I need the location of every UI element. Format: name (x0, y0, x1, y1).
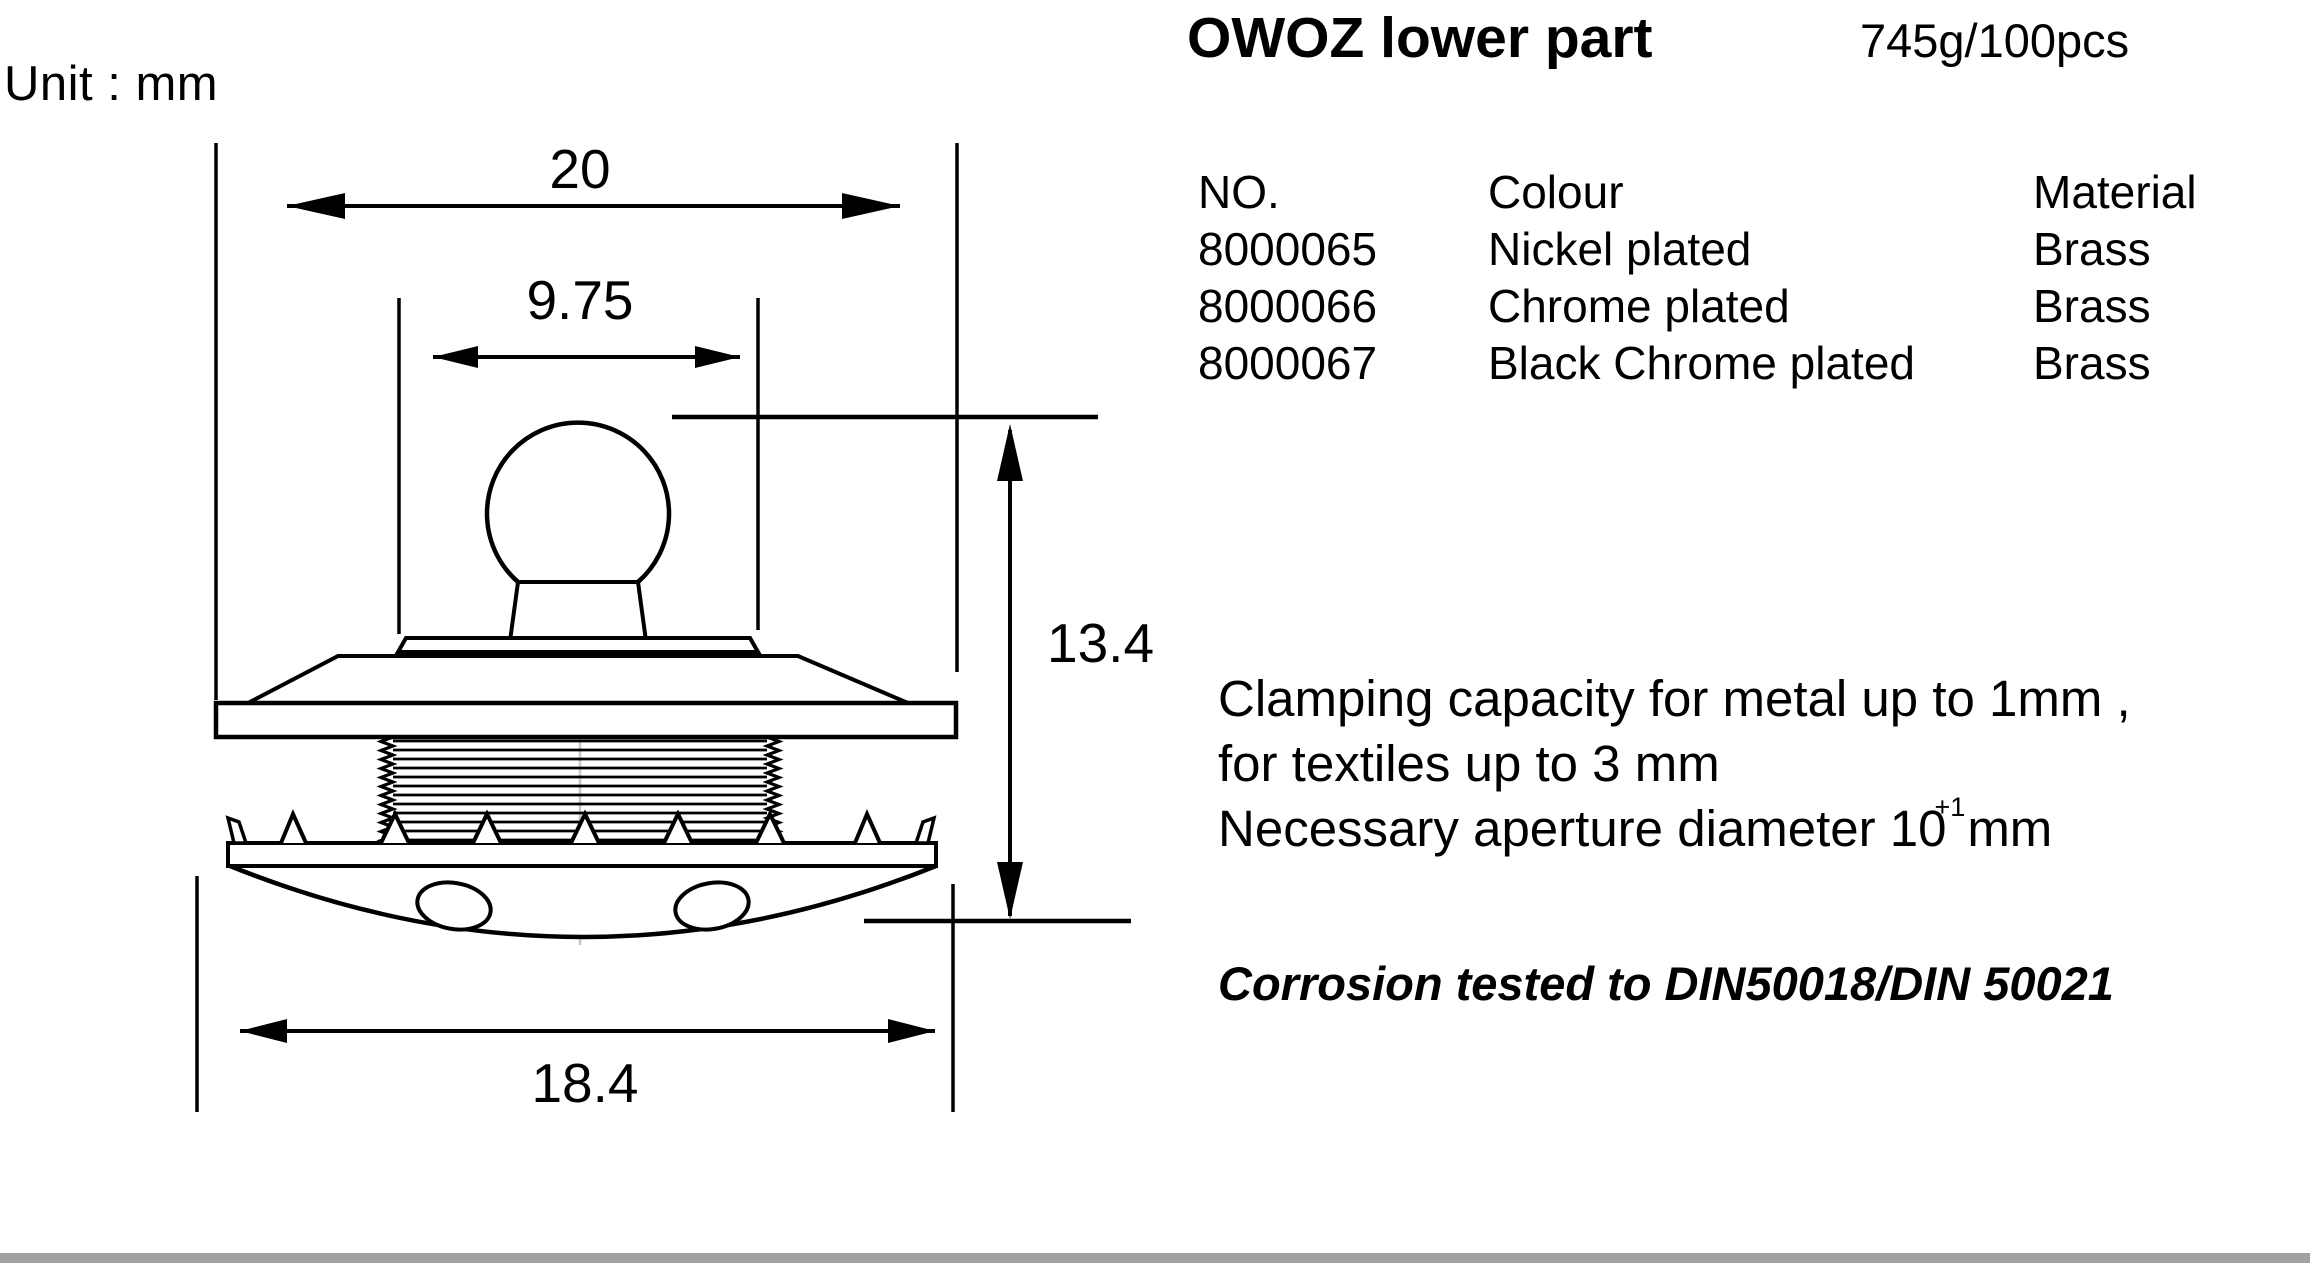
dimension-label: 13.4 (1047, 612, 1154, 674)
clamping-note-line1: Clamping capacity for metal up to 1mm , (1218, 670, 2131, 727)
aperture-note-text: Necessary aperture diameter 10 (1218, 800, 1947, 857)
tooth (754, 809, 786, 844)
part-toothed-washer (225, 808, 938, 868)
aperture-note-unit: mm (1967, 800, 2053, 857)
table-row-cell-colour: Chrome plated (1488, 280, 1790, 332)
corrosion-test-note: Corrosion tested to DIN50018/DIN 50021 (1218, 957, 2114, 1010)
part-flange-cone (247, 654, 909, 705)
dimension-base-width: 18.4 (195, 876, 955, 1114)
col-header-material: Material (2033, 166, 2197, 218)
page-title: OWOZ lower part (1187, 6, 1653, 70)
arrowhead-left (433, 346, 478, 368)
tooth (569, 809, 601, 844)
tooth-blade-left (225, 815, 249, 845)
dimension-collar-width: 9.75 (397, 269, 760, 634)
table-row-cell-colour: Nickel plated (1488, 223, 1752, 275)
col-header-colour: Colour (1488, 166, 1624, 218)
table-row-cell-no: 8000066 (1198, 280, 1378, 332)
arrowhead-down (997, 862, 1023, 919)
tooth (471, 809, 503, 844)
arrowhead-right (888, 1019, 935, 1043)
table-row-cell-material: Brass (2033, 337, 2151, 389)
part-flange-plate (213, 700, 959, 740)
weight-per-100pcs: 745g/100pcs (1860, 14, 2130, 67)
dimension-label: 20 (549, 138, 610, 200)
tooth (853, 808, 882, 844)
tooth (379, 809, 411, 844)
clamping-notes: Clamping capacity for metal up to 1mm , … (1218, 666, 2131, 870)
part-stem (507, 580, 649, 643)
aperture-note-line: Necessary aperture diameter 10+1mm (1218, 792, 2131, 870)
table-row-cell-material: Brass (2033, 223, 2151, 275)
table-row-cell-no: 8000067 (1198, 337, 1378, 389)
part-ball (484, 420, 672, 584)
dimension-total-height: 13.4 (672, 414, 1154, 924)
unit-label: Unit : mm (4, 57, 219, 111)
parts-table: NO. Colour Material 8000065 Nickel plate… (1198, 164, 2197, 392)
aperture-tolerance-superscript: +1 (1934, 792, 1966, 822)
technical-drawing-cross-section: 20 9.75 13.4 18.4 (195, 138, 1154, 1114)
arrowhead-up (997, 424, 1023, 481)
col-header-no: NO. (1198, 166, 1280, 218)
arrowhead-left (240, 1019, 287, 1043)
arrowhead-left (287, 193, 345, 219)
part-collar (394, 636, 762, 654)
clamping-note-line2: for textiles up to 3 mm (1218, 735, 1720, 792)
part-base-dome (228, 863, 937, 940)
table-row-cell-no: 8000065 (1198, 223, 1378, 275)
table-row-cell-colour: Black Chrome plated (1488, 337, 1915, 389)
dimension-label: 18.4 (531, 1052, 638, 1114)
footer-divider-bar (0, 1253, 2310, 1263)
table-row-cell-material: Brass (2033, 280, 2151, 332)
oval-hole-right (673, 880, 751, 932)
arrowhead-right (695, 346, 740, 368)
dimension-flange-width: 20 (214, 138, 959, 700)
tooth (279, 808, 308, 844)
oval-hole-left (415, 880, 493, 932)
arrowhead-right (842, 193, 900, 219)
dimension-label: 9.75 (526, 269, 633, 331)
tooth (662, 809, 694, 844)
tooth-blade-right (913, 815, 937, 845)
